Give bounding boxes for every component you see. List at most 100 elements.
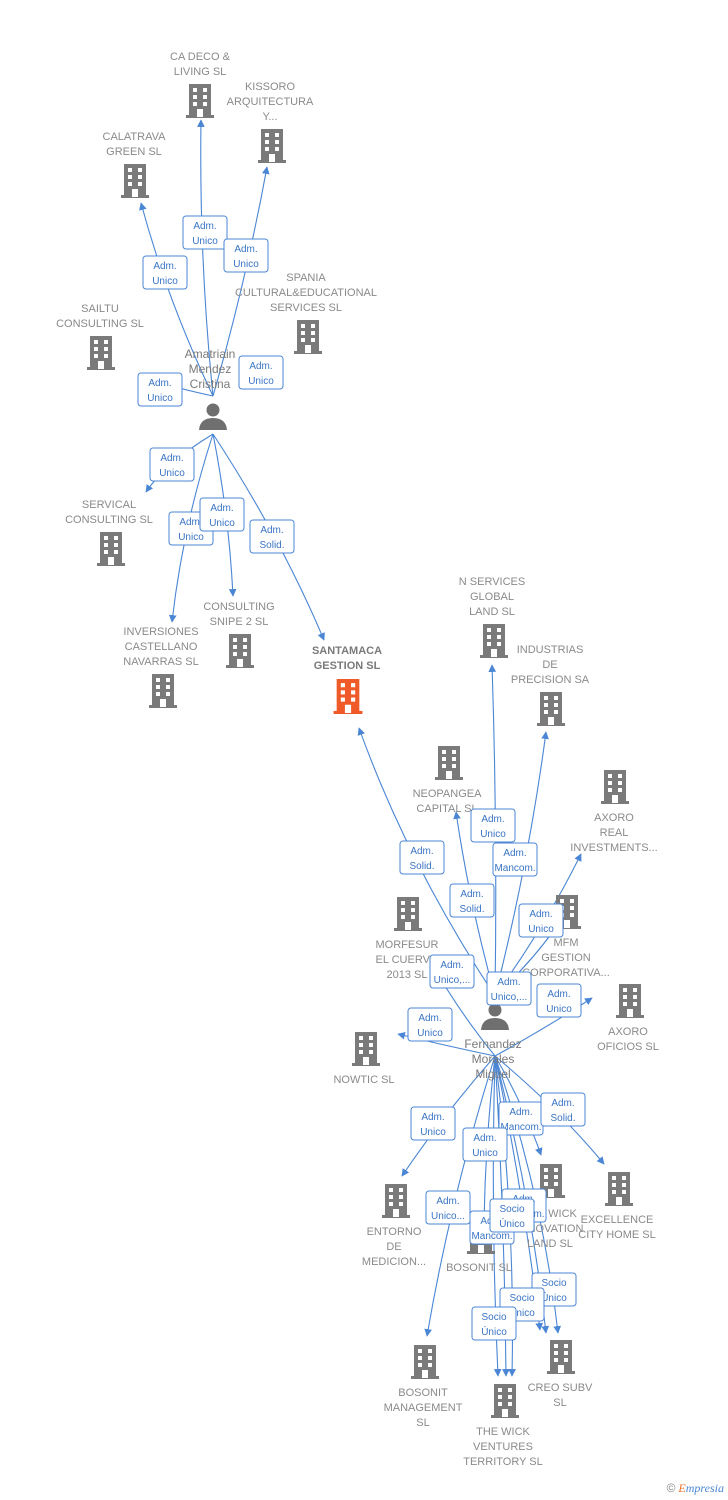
building-icon — [87, 336, 115, 370]
relation-badge[interactable]: Adm.Unico — [223, 238, 269, 273]
relation-label: Adm. — [547, 989, 570, 1000]
relation-badge[interactable]: Adm.Unico — [149, 447, 195, 482]
company-node[interactable] — [616, 984, 644, 1018]
relation-edge — [212, 166, 270, 397]
relation-badge[interactable]: Adm. Unico... — [425, 1190, 471, 1225]
relation-label: Único — [499, 1217, 525, 1230]
relation-label: Adm. — [551, 1098, 574, 1109]
relation-badge[interactable]: Adm.Solid. — [449, 883, 495, 918]
company-node[interactable] — [547, 1340, 575, 1374]
relation-label: Unico — [192, 236, 218, 247]
relation-badge[interactable]: Adm.Unico — [199, 497, 245, 532]
relation-badge[interactable]: Adm.Unico — [462, 1127, 508, 1162]
person-icon — [199, 403, 227, 430]
building-icon — [435, 746, 463, 780]
company-node[interactable] — [97, 532, 125, 566]
relation-badge[interactable]: Adm.Solid. — [249, 519, 295, 554]
company-node[interactable] — [480, 624, 508, 658]
relation-badge[interactable]: Adm.Unico — [470, 808, 516, 843]
relation-label: Unico — [546, 1004, 572, 1015]
relation-label: Unico — [528, 924, 554, 935]
relation-label: Adm. — [436, 1196, 459, 1207]
relation-label: Unico — [159, 468, 185, 479]
relation-label: Adm. — [473, 1133, 496, 1144]
relation-badge[interactable]: Adm.Unico — [407, 1007, 453, 1042]
relation-label: Adm. — [260, 525, 283, 536]
building-icon — [537, 692, 565, 726]
relation-label: Adm. — [481, 814, 504, 825]
building-icon — [121, 164, 149, 198]
relation-badge[interactable]: Adm. Unico — [536, 983, 582, 1018]
relation-label: Unico... — [431, 1211, 465, 1222]
company-node[interactable] — [601, 770, 629, 804]
building-icon — [491, 1384, 519, 1418]
relation-label: Unico — [209, 518, 235, 529]
relation-badge[interactable]: Adm.Unico — [137, 372, 183, 407]
relation-badge[interactable]: Adm.Unico — [238, 355, 284, 390]
relation-label: Adm. — [410, 846, 433, 857]
relation-label: Adm. — [153, 261, 176, 272]
relation-edge — [197, 119, 214, 397]
company-node[interactable] — [352, 1032, 380, 1066]
relation-label: Adm. — [503, 848, 526, 859]
relation-badge[interactable]: Adm.Unico,... — [429, 954, 475, 989]
relation-label: Socio — [509, 1293, 534, 1304]
company-node[interactable] — [435, 746, 463, 780]
company-node[interactable] — [411, 1345, 439, 1379]
company-node[interactable] — [394, 897, 422, 931]
relation-label: Adm. — [418, 1013, 441, 1024]
relation-badge[interactable]: Adm.Mancom. — [492, 842, 538, 877]
relation-badge[interactable]: Adm.Solid. — [540, 1092, 586, 1127]
building-icon — [294, 320, 322, 354]
relation-badge[interactable]: Adm. Unico — [518, 903, 564, 938]
building-icon — [411, 1345, 439, 1379]
relation-badge[interactable]: Adm.Unico — [410, 1106, 456, 1141]
building-icon — [226, 634, 254, 668]
relation-label: Unico — [248, 376, 274, 387]
company-node[interactable] — [605, 1172, 633, 1206]
relation-label: Adm. — [529, 909, 552, 920]
company-node[interactable] — [149, 674, 177, 708]
company-node[interactable] — [294, 320, 322, 354]
company-node[interactable] — [186, 84, 214, 118]
company-node[interactable] — [87, 336, 115, 370]
relation-label: Unico — [147, 393, 173, 404]
relation-label: Unico — [420, 1127, 446, 1138]
relation-badge[interactable]: Adm.Unico,... — [486, 971, 532, 1006]
center-company-node[interactable] — [333, 679, 363, 714]
company-node[interactable] — [382, 1184, 410, 1218]
relation-label: Unico — [178, 532, 204, 543]
building-icon — [352, 1032, 380, 1066]
company-node[interactable] — [258, 129, 286, 163]
relation-badge[interactable]: Adm.Solid. — [399, 840, 445, 875]
relation-badge[interactable]: Adm.Unico — [182, 215, 228, 250]
company-node[interactable] — [226, 634, 254, 668]
relation-label: Solid. — [459, 904, 484, 915]
empresia-watermark[interactable]: © Empresia — [667, 1481, 724, 1496]
relation-badge[interactable]: Adm.Unico — [142, 255, 188, 290]
relation-label: Unico,... — [434, 975, 471, 986]
company-node[interactable] — [121, 164, 149, 198]
relation-edge — [139, 202, 214, 397]
copyright-symbol: © — [666, 1481, 676, 1495]
company-node[interactable] — [537, 692, 565, 726]
building-icon — [382, 1184, 410, 1218]
company-node[interactable] — [491, 1384, 519, 1418]
